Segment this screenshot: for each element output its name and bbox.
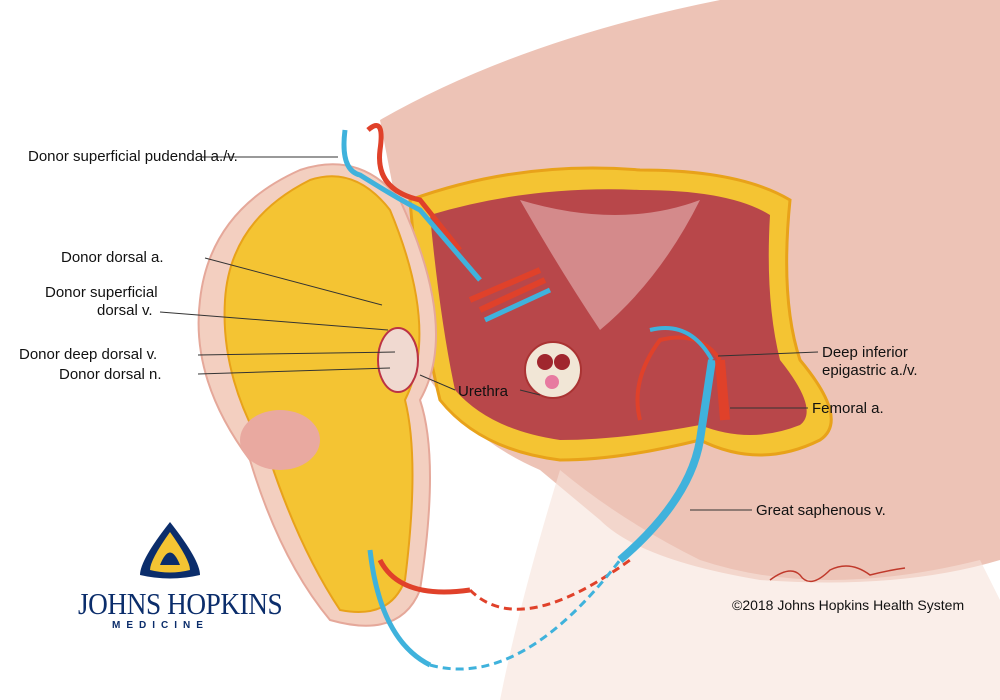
artery-femoral (715, 359, 730, 421)
label-donor-superficial-dorsal-vein-1: Donor superficial (45, 284, 158, 301)
label-donor-dorsal-artery: Donor dorsal a. (61, 249, 164, 266)
leader-lines (159, 156, 819, 511)
artery-pudendal (366, 123, 462, 252)
vein-great-saphenous (617, 359, 716, 564)
artery-femoral-dashed (468, 558, 631, 611)
signature (769, 565, 906, 583)
label-deep-inferior-epigastric-1: Deep inferior (822, 344, 908, 361)
label-great-saphenous-vein: Great saphenous v. (756, 502, 886, 519)
logo-subtitle: MEDICINE (112, 620, 209, 631)
copyright: ©2018 Johns Hopkins Health System (732, 597, 965, 613)
label-donor-dorsal-nerve: Donor dorsal n. (59, 366, 162, 383)
fascia (520, 200, 700, 330)
thigh-skin (500, 470, 1000, 700)
label-urethra: Urethra (458, 383, 509, 400)
johns-hopkins-shield-logo (140, 522, 200, 579)
logo-wordmark: JOHNS HOPKINS (78, 586, 283, 621)
donor-cross-section (377, 327, 419, 393)
label-femoral-artery: Femoral a. (812, 400, 884, 417)
epigastric-vessels (635, 335, 722, 421)
glans (240, 410, 320, 470)
inner-vessels (468, 267, 547, 313)
label-deep-inferior-epigastric-2: epigastric a./v. (822, 362, 918, 379)
vein-pudendal (341, 129, 482, 282)
vein-flap-lower (367, 549, 432, 668)
label-donor-superficial-pudendal: Donor superficial pudendal a./v. (28, 148, 238, 165)
vein-saphenous-dashed (429, 559, 622, 671)
donor-flap-fat (223, 175, 421, 613)
artery-flap-lower (377, 558, 471, 595)
label-donor-deep-dorsal-vein: Donor deep dorsal v. (19, 346, 158, 363)
label-donor-superficial-dorsal-vein-2: dorsal v. (97, 302, 153, 319)
recipient-cross-section (524, 341, 582, 399)
